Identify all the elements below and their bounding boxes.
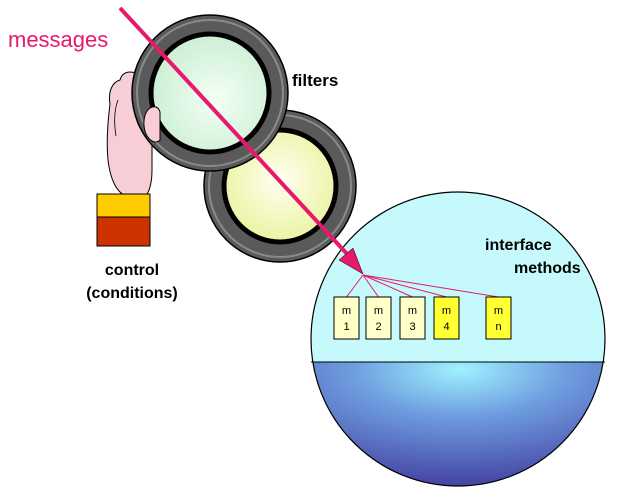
method-box-4[interactable]: m 4	[433, 296, 460, 340]
method-3-top: m	[408, 305, 417, 317]
cuff-icon	[96, 193, 151, 247]
control-label: control	[105, 262, 159, 279]
interface-label: interface	[485, 237, 552, 254]
method-link-4	[362, 274, 447, 298]
method-n-top: m	[494, 305, 503, 317]
filter-1	[131, 14, 289, 172]
method-4-top: m	[442, 305, 451, 317]
method-1-top: m	[342, 305, 351, 317]
method-link-1	[346, 274, 364, 298]
method-2-bottom: 2	[375, 321, 381, 333]
method-4-bottom: 4	[443, 321, 449, 333]
method-link-3	[362, 274, 413, 298]
messages-label: messages	[8, 27, 108, 52]
method-list: m 1 m 2 m 3 m 4 m n	[333, 296, 512, 340]
filters-label: filters	[292, 71, 338, 90]
method-2-top: m	[374, 305, 383, 317]
method-box-3[interactable]: m 3	[399, 296, 426, 340]
method-link-5	[362, 274, 499, 298]
method-links	[346, 274, 499, 298]
conditions-label: (conditions)	[86, 285, 178, 302]
method-n-bottom: n	[495, 321, 501, 333]
method-box-n[interactable]: m n	[485, 296, 512, 340]
method-box-2[interactable]: m 2	[365, 296, 392, 340]
method-link-2	[362, 274, 379, 298]
method-box-1[interactable]: m 1	[333, 296, 360, 340]
method-1-bottom: 1	[343, 321, 349, 333]
thumb-icon	[143, 106, 161, 143]
method-3-bottom: 3	[409, 321, 415, 333]
message-arrow	[118, 6, 364, 275]
methods-label: methods	[514, 260, 581, 277]
